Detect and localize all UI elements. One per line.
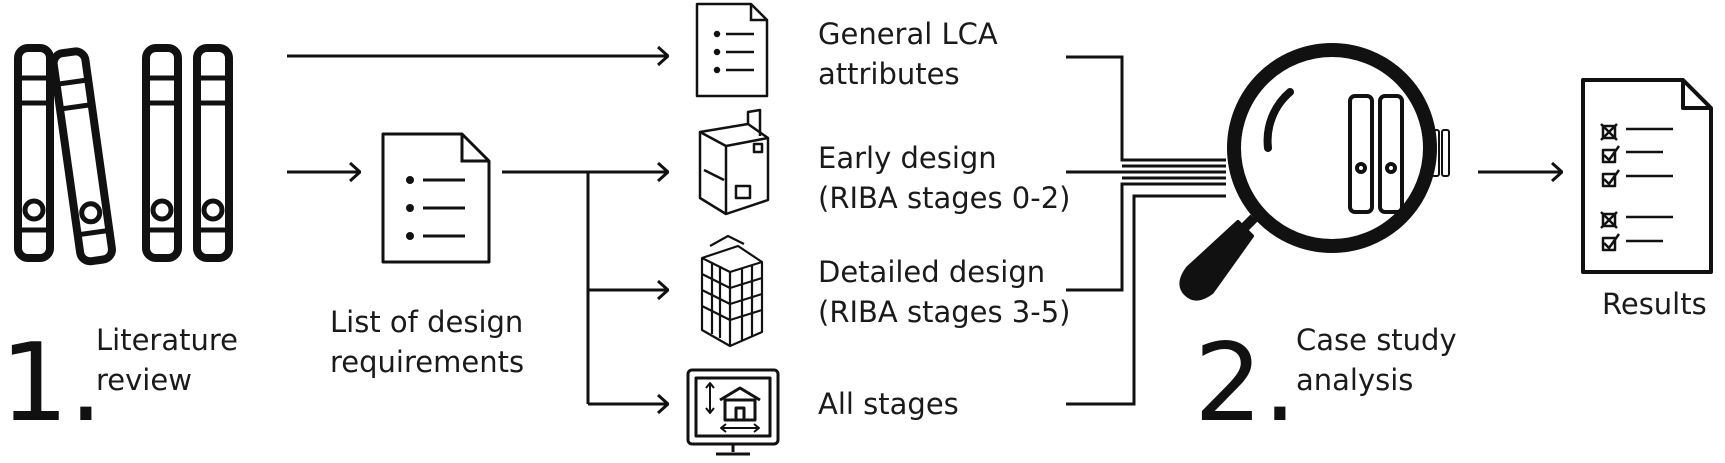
category-all-stages-line1: All stages	[818, 387, 959, 421]
category-early-design-line2: (RIBA stages 0-2)	[818, 181, 1071, 215]
category-detailed-design-line2: (RIBA stages 3-5)	[818, 295, 1071, 329]
requirements-line1: List of design	[330, 305, 524, 339]
requirements-label: List of design requirements	[330, 302, 524, 382]
results-label: Results	[1602, 287, 1707, 321]
case-study-label: Case study analysis	[1296, 320, 1457, 400]
category-early-design: Early design (RIBA stages 0-2)	[818, 138, 1070, 218]
literature-review-label: Literature review	[96, 320, 238, 400]
requirements-line2: requirements	[330, 345, 525, 379]
case-study-line1: Case study	[1296, 323, 1457, 357]
category-detailed-design-line1: Detailed design	[818, 255, 1046, 289]
connectors	[287, 56, 1562, 404]
document-list-icon	[381, 132, 491, 264]
document-icon	[695, 2, 769, 98]
binders-icon	[14, 44, 233, 266]
category-detailed-design: Detailed design (RIBA stages 3-5)	[818, 252, 1070, 332]
detailed-model-icon	[700, 234, 764, 348]
literature-review-line1: Literature	[96, 323, 238, 357]
case-study-line2: analysis	[1296, 363, 1414, 397]
category-all-stages: All stages	[818, 384, 959, 424]
category-early-design-line1: Early design	[818, 141, 997, 175]
literature-review-line2: review	[96, 363, 192, 397]
category-general-lca-line1: General LCA	[818, 17, 998, 51]
monitor-house-icon	[686, 368, 780, 456]
simple-model-icon	[698, 108, 770, 216]
category-general-lca-line2: attributes	[818, 57, 960, 91]
step-number-2: 2.	[1194, 321, 1298, 446]
magnifier-icon	[1179, 43, 1450, 301]
checklist-icon	[1581, 78, 1713, 274]
category-general-lca: General LCA attributes	[818, 14, 998, 94]
step-number-1: 1.	[0, 321, 104, 446]
